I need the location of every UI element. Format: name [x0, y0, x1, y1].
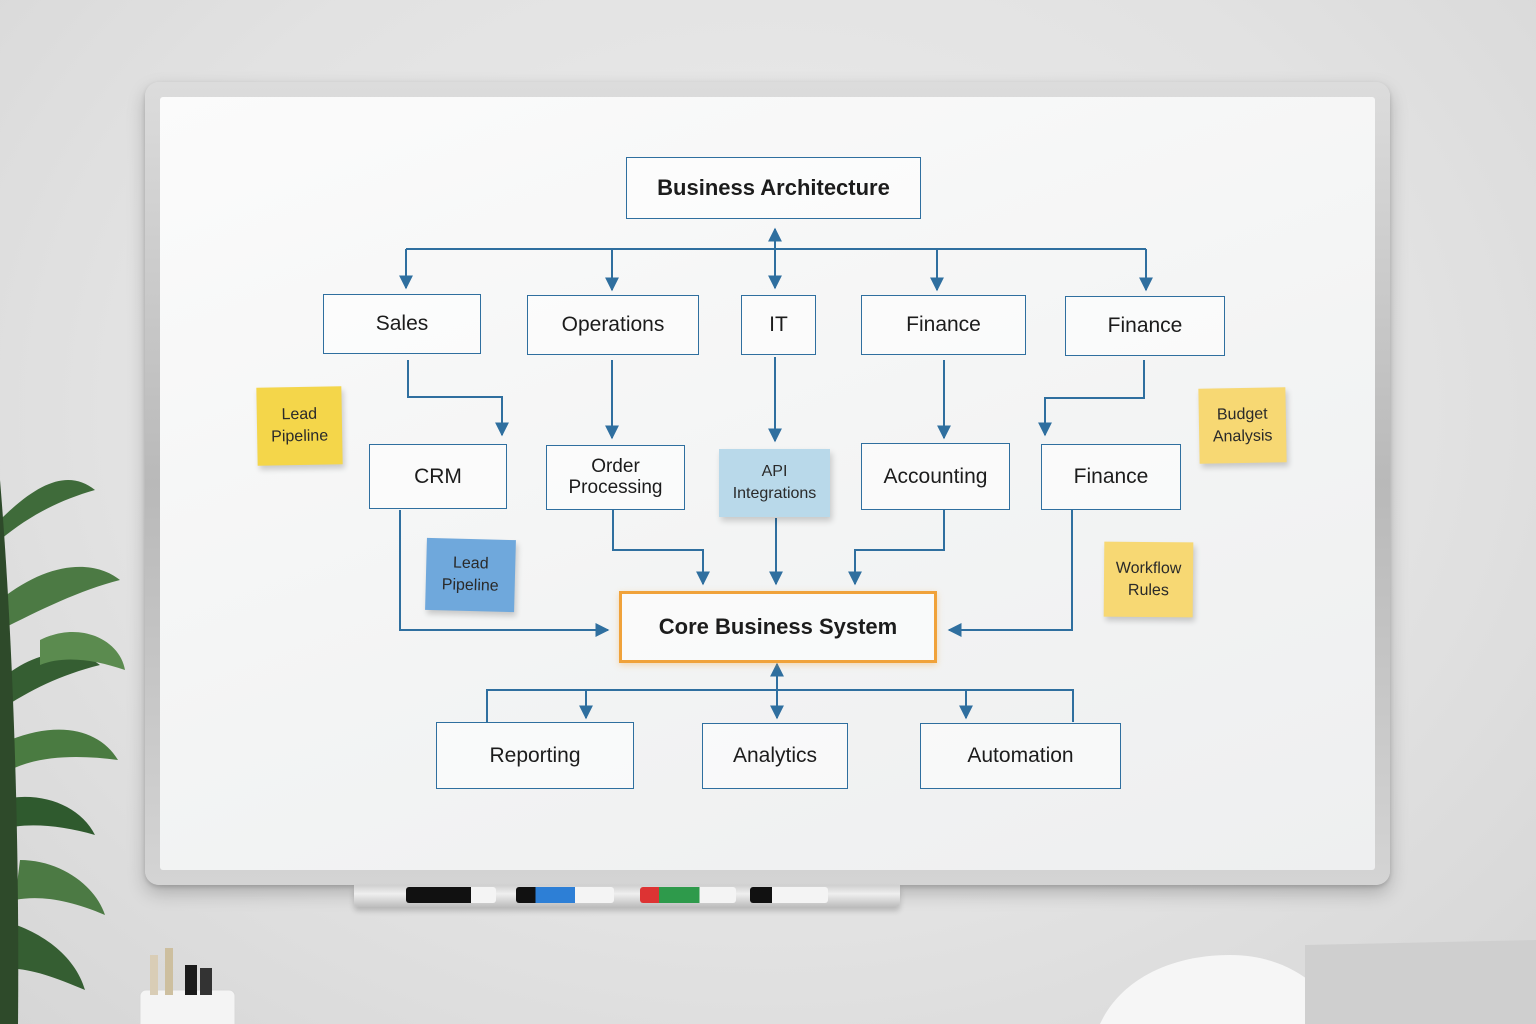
plant-leaves — [0, 480, 125, 1024]
crm-box[interactable]: CRM — [369, 444, 507, 509]
finance-label-2: Finance — [1107, 314, 1183, 338]
core-business-system-label: Core Business System — [658, 613, 898, 639]
operations-label: Operations — [561, 313, 665, 337]
order-processing-box[interactable]: Order Processing — [546, 445, 685, 510]
reporting-label: Reporting — [489, 743, 581, 767]
analytics-label: Analytics — [732, 744, 818, 768]
sticky-note-lead-pipeline-blue[interactable]: Lead Pipeline — [425, 537, 516, 613]
accounting-box[interactable]: Accounting — [861, 443, 1010, 510]
sticky-note-text: Budget Analysis — [1212, 405, 1273, 446]
reporting-box[interactable]: Reporting — [436, 722, 634, 789]
blue-marker[interactable] — [516, 887, 614, 903]
core-business-system-box[interactable]: Core Business System — [619, 591, 937, 663]
finance-sub-label: Finance — [1073, 465, 1149, 489]
pen-cup — [139, 948, 236, 1024]
sticky-note-text: Lead Pipeline — [271, 406, 329, 446]
sticky-note-api-integrations[interactable]: API Integrations — [719, 449, 830, 517]
automation-box[interactable]: Automation — [920, 723, 1121, 789]
finance-label-1: Finance — [906, 313, 981, 337]
finance-box-2[interactable]: Finance — [1065, 296, 1225, 356]
order-processing-label: Order Processing — [568, 455, 663, 498]
red-green-marker[interactable] — [640, 887, 736, 903]
analytics-box[interactable]: Analytics — [702, 723, 848, 789]
sales-label: Sales — [375, 312, 429, 336]
finance-sub-box[interactable]: Finance — [1041, 444, 1181, 510]
sales-box[interactable]: Sales — [323, 294, 481, 354]
business-architecture-box[interactable]: Business Architecture — [626, 157, 921, 219]
sticky-note-budget-analysis[interactable]: Budget Analysis — [1198, 387, 1287, 464]
sticky-note-workflow-rules[interactable]: Workflow Rules — [1103, 541, 1194, 618]
it-label: IT — [769, 313, 788, 337]
sticky-note-text: Workflow Rules — [1115, 559, 1182, 599]
finance-box-1[interactable]: Finance — [861, 295, 1026, 355]
sticky-note-lead-pipeline-yellow[interactable]: Lead Pipeline — [256, 386, 343, 466]
automation-label: Automation — [967, 744, 1074, 768]
sticky-note-text: API Integrations — [732, 463, 817, 502]
accounting-label: Accounting — [883, 464, 988, 488]
eraser-marker[interactable] — [750, 887, 828, 903]
chair — [1100, 940, 1536, 1024]
sticky-note-text: Lead Pipeline — [441, 554, 499, 595]
crm-label: CRM — [414, 464, 462, 488]
black-marker[interactable] — [406, 887, 496, 903]
operations-box[interactable]: Operations — [527, 295, 699, 355]
business-architecture-label: Business Architecture — [657, 174, 890, 200]
it-box[interactable]: IT — [741, 295, 816, 355]
